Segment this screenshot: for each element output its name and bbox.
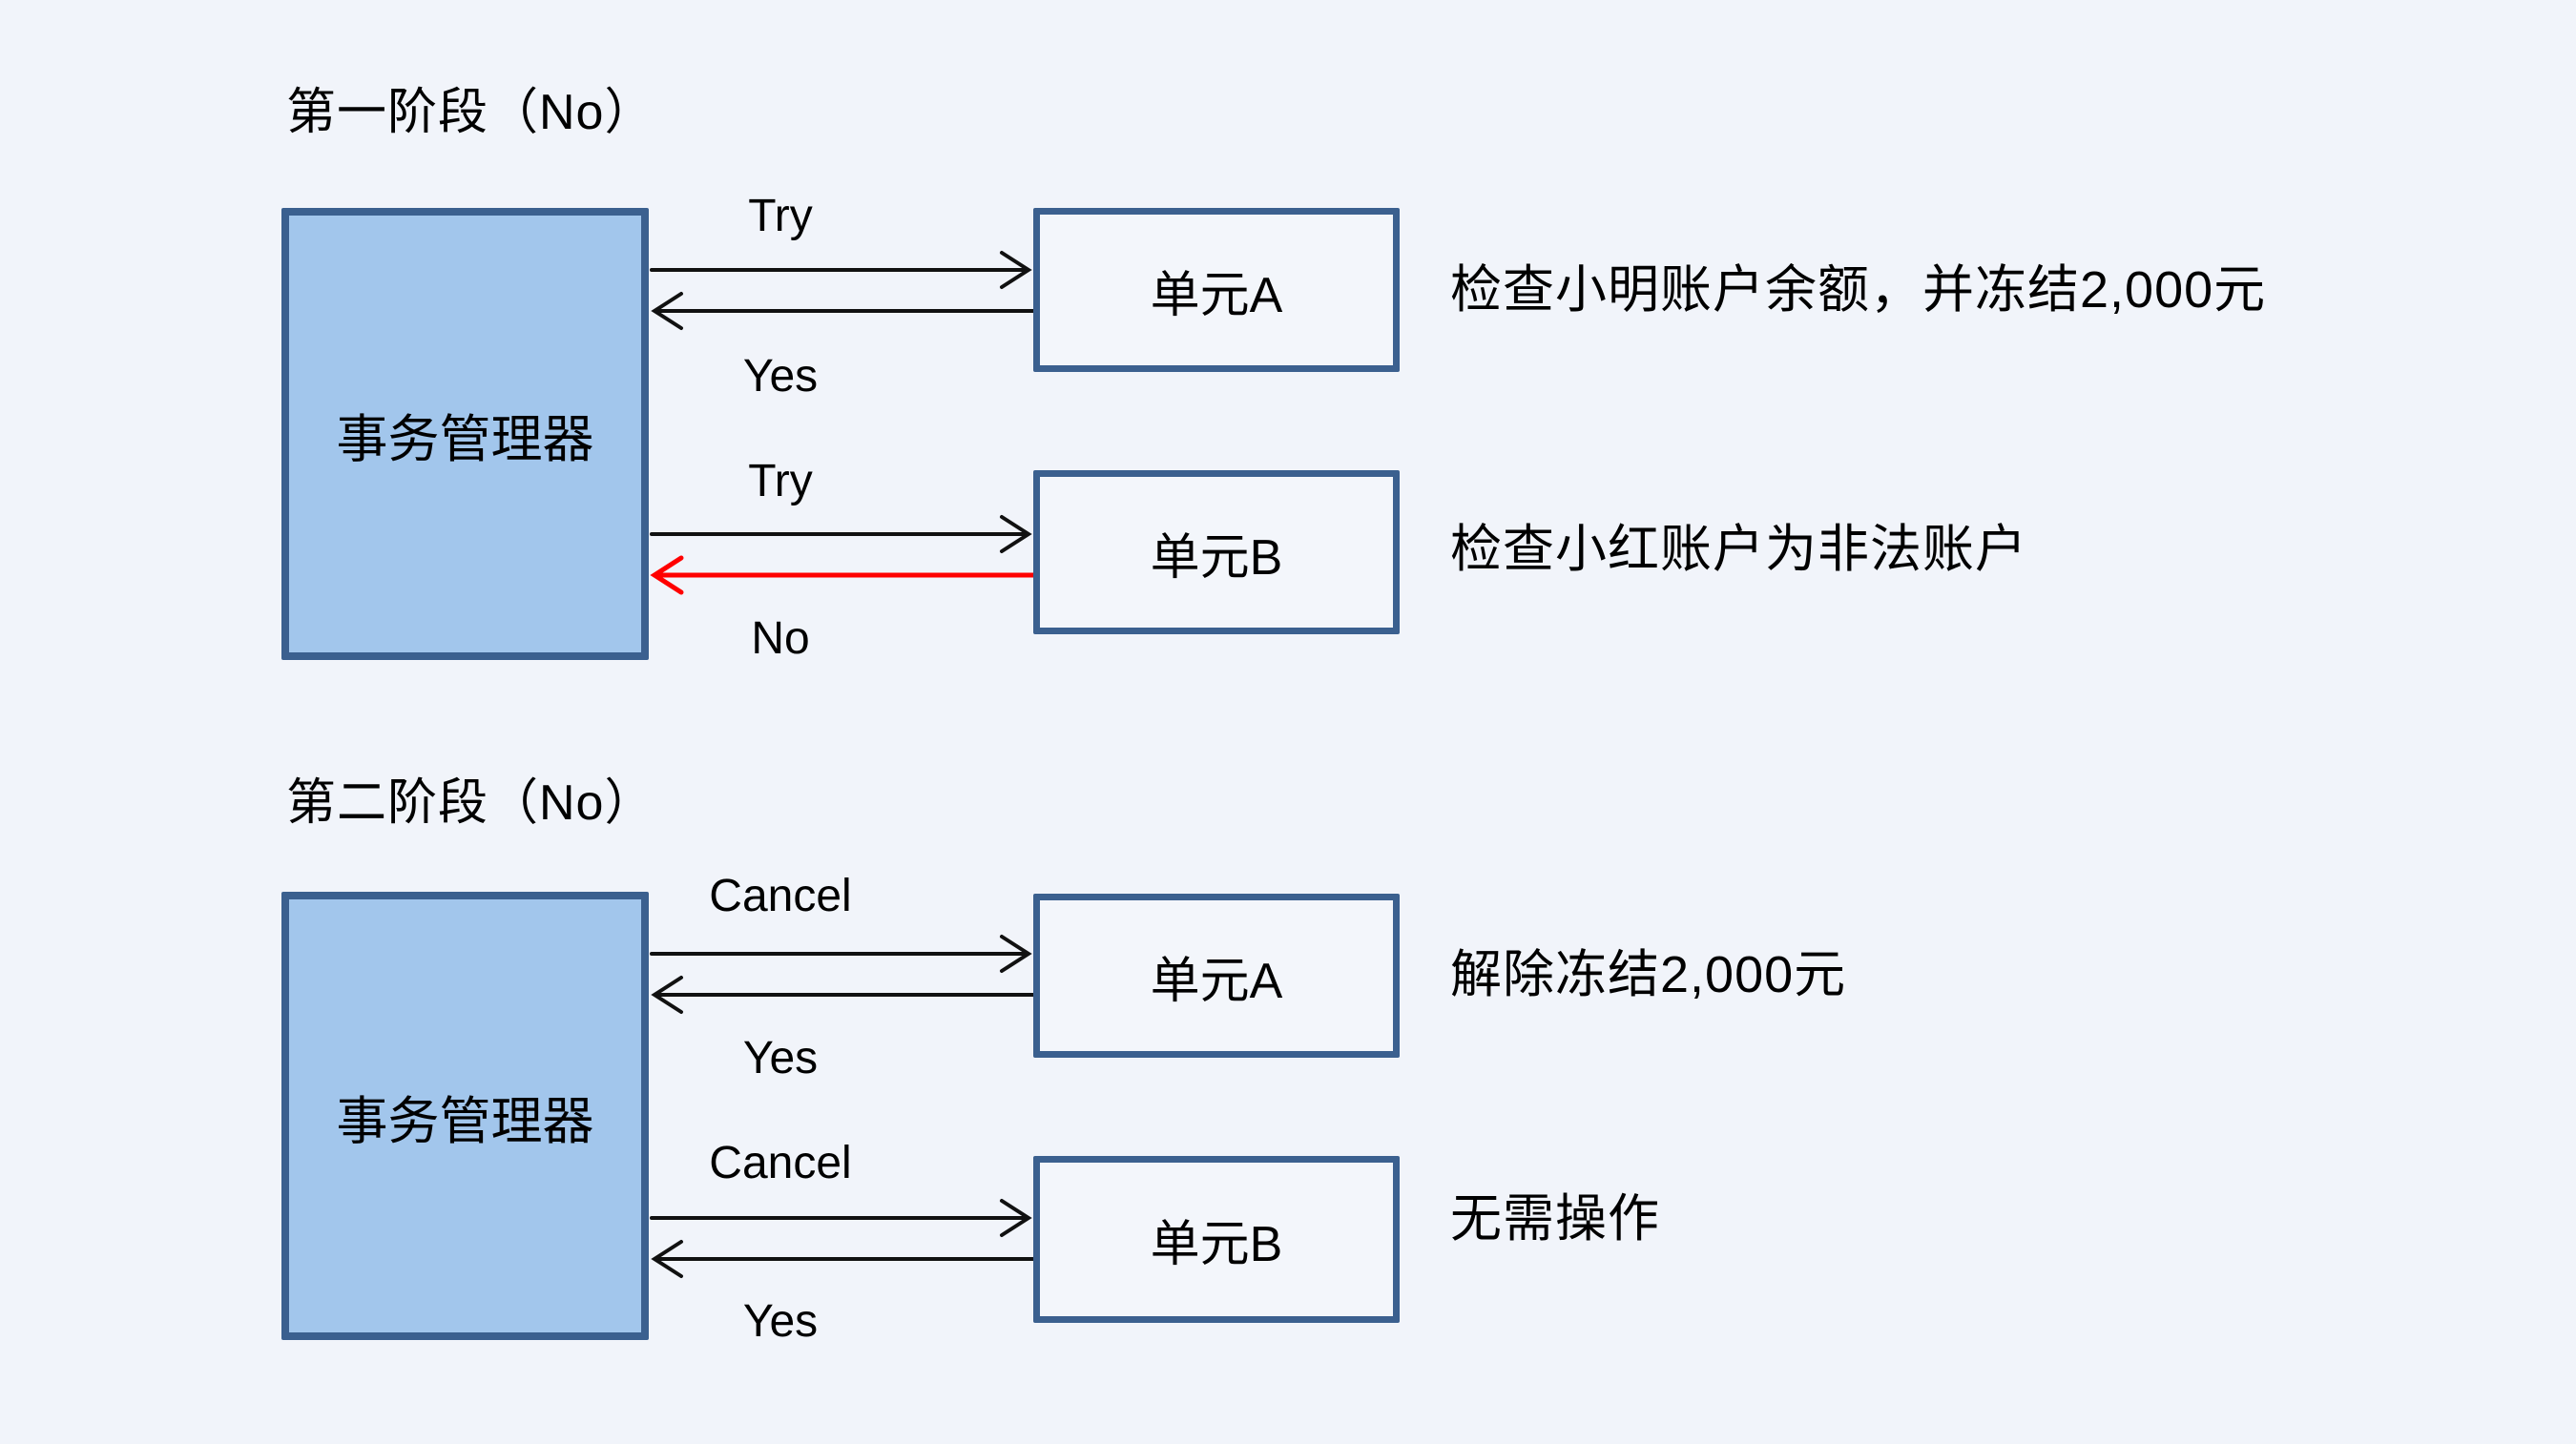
phase2-unit-a-box: 单元A [1033, 894, 1400, 1058]
p2-a-response-arrow-head [651, 976, 683, 1014]
phase1-unit-b-request-label: Try [748, 456, 813, 506]
phase2-manager-label: 事务管理器 [336, 1092, 594, 1150]
phase2-unit-a-label: 单元A [1150, 953, 1283, 1009]
p1-a-response-arrow-head [651, 292, 683, 330]
phase2-unit-b-note: 无需操作 [1450, 1190, 1660, 1248]
phase1-unit-a-box: 单元A [1033, 208, 1400, 372]
phase2-title: 第二阶段（No） [286, 775, 655, 831]
black-arrows [650, 251, 1042, 1278]
phase1-unit-a-response-label: Yes [742, 351, 819, 402]
phase2-unit-b-response-label: Yes [742, 1296, 819, 1347]
phase2-unit-a-response-label: Yes [742, 1033, 819, 1083]
p1-b-request-arrow-head [1000, 515, 1032, 553]
phase1-title: 第一阶段（No） [286, 85, 655, 140]
phase1-unit-b-note: 检查小红账户为非法账户 [1450, 521, 2027, 578]
red-arrows [650, 555, 1043, 595]
phase1-unit-b-response-label: No [751, 613, 810, 664]
phase2-unit-a-request-label: Cancel [709, 871, 852, 921]
phase2-unit-b-box: 单元B [1033, 1156, 1400, 1323]
phase1-manager-box: 事务管理器 [281, 208, 649, 660]
p1-a-request-arrow-head [1000, 251, 1032, 289]
p2-a-request-arrow-head [1000, 935, 1032, 973]
p2-b-request-arrow-head [1000, 1199, 1032, 1237]
p1-b-response-arrow-head-red [650, 555, 684, 595]
phase1-unit-a-note: 检查小明账户余额，并冻结2,000元 [1450, 261, 2267, 319]
phase1-unit-a-request-label: Try [748, 191, 813, 241]
phase2-unit-b-request-label: Cancel [709, 1138, 852, 1188]
phase1-unit-b-box: 单元B [1033, 470, 1400, 634]
phase1-manager-label: 事务管理器 [336, 410, 594, 468]
phase2-manager-box: 事务管理器 [281, 892, 649, 1340]
p2-b-response-arrow-head [651, 1240, 683, 1278]
phase2-unit-b-label: 单元B [1150, 1217, 1283, 1272]
phase2-unit-a-note: 解除冻结2,000元 [1450, 946, 1847, 1003]
phase1-unit-a-label: 单元A [1150, 267, 1283, 323]
phase1-unit-b-label: 单元B [1150, 529, 1283, 586]
